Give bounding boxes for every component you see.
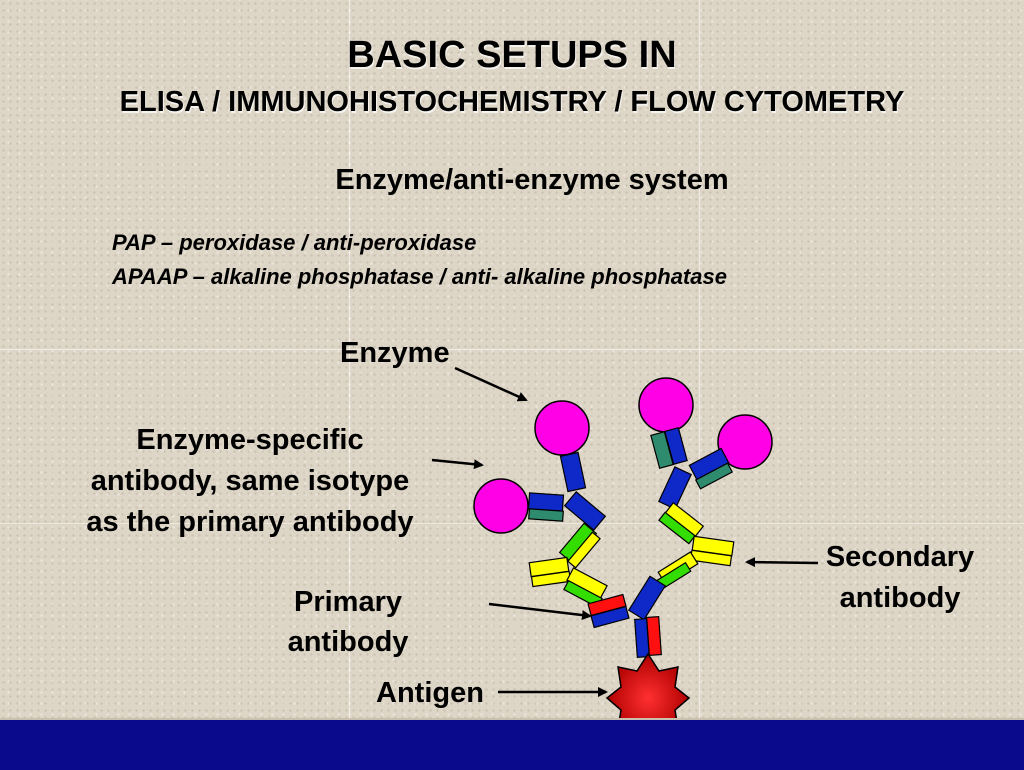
label-line: antibody — [839, 582, 961, 614]
enzyme-right — [717, 414, 773, 470]
label-secondary-antibody: Secondary antibody — [800, 537, 1000, 619]
enzyme-specific-antibody-right — [650, 427, 734, 510]
footer-bar — [0, 718, 1024, 770]
enzyme-specific-antibody-left — [527, 451, 607, 531]
definition-apaap: APAAP – alkaline phosphatase / anti- alk… — [112, 264, 727, 289]
slide-title-line2: ELISA / IMMUNOHISTOCHEMISTRY / FLOW CYTO… — [119, 86, 905, 118]
arrow-secondary — [745, 557, 819, 568]
label-enzyme: Enzyme — [340, 337, 450, 369]
slide-title: BASIC SETUPS IN — [347, 34, 677, 76]
arrow-enzyme-specific — [431, 458, 484, 470]
enzyme-top-right — [638, 377, 694, 433]
label-line: Enzyme-specific — [136, 424, 364, 456]
label-line: antibody, same isotype — [90, 465, 410, 497]
arrow-primary — [488, 602, 592, 621]
label-line: antibody — [287, 626, 409, 658]
enzyme-top-left — [534, 400, 590, 456]
primary-antibody — [587, 575, 667, 659]
label-enzyme-specific-antibody: Enzyme-specific antibody, same isotype a… — [40, 420, 460, 543]
slide-subtitle: Enzyme/anti-enzyme system — [335, 164, 729, 196]
label-line: as the primary antibody — [86, 506, 414, 538]
arrow-enzyme — [454, 366, 528, 402]
secondary-antibody — [528, 501, 735, 609]
label-line: Primary — [293, 586, 402, 618]
label-antigen: Antigen — [376, 677, 484, 709]
enzyme-left — [473, 478, 529, 534]
label-primary-antibody: Primary antibody — [258, 582, 438, 662]
label-line: Secondary — [825, 541, 975, 573]
definition-pap: PAP – peroxidase / anti-peroxidase — [112, 230, 477, 255]
